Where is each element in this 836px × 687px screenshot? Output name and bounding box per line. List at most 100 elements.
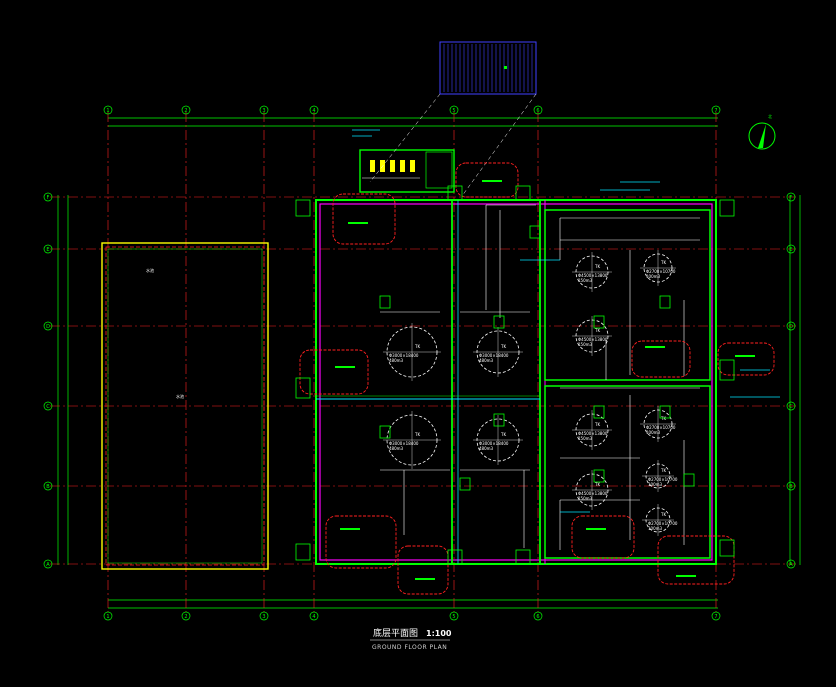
tank-spec: Φ2700×10700 bbox=[646, 425, 676, 430]
tank-spec: Φ4500×13800 bbox=[578, 431, 608, 436]
tank-label: TK bbox=[594, 482, 600, 487]
tank-volume: 100m3 bbox=[648, 482, 663, 487]
tank-volume: 100m3 bbox=[646, 430, 661, 435]
tank-label: TK bbox=[594, 264, 600, 269]
grid-bubble-column: 2 bbox=[181, 105, 191, 115]
revision-cloud bbox=[332, 193, 396, 245]
svg-text:B: B bbox=[46, 484, 50, 490]
grid-bubble-column: 4 bbox=[309, 105, 319, 115]
grid-bubble-column: 2 bbox=[181, 611, 191, 621]
tank-spec: Φ4500×13800 bbox=[578, 273, 608, 278]
dimension-lines bbox=[57, 117, 801, 609]
revision-cloud bbox=[571, 515, 635, 559]
detail-callout bbox=[369, 41, 537, 197]
revision-cloud bbox=[299, 349, 369, 395]
svg-text:C: C bbox=[789, 404, 793, 410]
tank-volume: 150m3 bbox=[578, 342, 593, 347]
tank-spec: Φ3000×18400 bbox=[389, 441, 419, 446]
grid-bubble-column: 1 bbox=[103, 611, 113, 621]
tank-label: TK bbox=[500, 344, 506, 349]
fixtures bbox=[295, 185, 735, 565]
tank-spec: Φ3000×18400 bbox=[389, 353, 419, 358]
tank-label: TK bbox=[414, 344, 420, 349]
grid-bubble-column: 6 bbox=[533, 105, 543, 115]
tank-label: TK bbox=[500, 432, 506, 437]
svg-text:5: 5 bbox=[452, 614, 455, 620]
pump-room bbox=[359, 149, 455, 193]
tank-spec: Φ3000×18400 bbox=[479, 441, 509, 446]
svg-text:5: 5 bbox=[452, 108, 455, 114]
svg-text:F: F bbox=[47, 195, 50, 201]
north-label: 北 bbox=[768, 113, 772, 119]
svg-text:C: C bbox=[46, 404, 50, 410]
svg-text:7: 7 bbox=[714, 108, 717, 114]
tank-spec: Φ2700×10700 bbox=[646, 269, 676, 274]
grid-bubble-column: 5 bbox=[449, 611, 459, 621]
building-walls bbox=[315, 199, 717, 565]
tank-label: TK bbox=[660, 468, 666, 473]
grid-bubble-row: F bbox=[43, 192, 53, 202]
grid-bubble-row: F bbox=[786, 192, 796, 202]
north-arrow: 北 bbox=[748, 113, 776, 150]
tank-label: TK bbox=[660, 260, 666, 265]
grid-bubble-column: 4 bbox=[309, 611, 319, 621]
service-lines bbox=[380, 204, 700, 550]
tank-spec: Φ2700×10700 bbox=[648, 521, 678, 526]
revision-cloud bbox=[717, 342, 775, 376]
grid-bubble-column: 7 bbox=[711, 611, 721, 621]
tank-volume: 100m3 bbox=[646, 274, 661, 279]
svg-text:D: D bbox=[46, 324, 50, 330]
tank-volume: 480m3 bbox=[479, 358, 494, 363]
grid-bubble-row: E bbox=[43, 244, 53, 254]
svg-text:A: A bbox=[46, 562, 50, 568]
svg-text:水池: 水池 bbox=[146, 267, 154, 273]
svg-text:1: 1 bbox=[106, 108, 109, 114]
svg-text:4: 4 bbox=[312, 614, 315, 620]
svg-text:2: 2 bbox=[184, 614, 187, 620]
svg-text:2: 2 bbox=[184, 108, 187, 114]
grid-bubble-column: 1 bbox=[103, 105, 113, 115]
tank-label: TK bbox=[414, 432, 420, 437]
left-basin: 水池 水池 bbox=[101, 242, 269, 570]
tank-label: TK bbox=[594, 328, 600, 333]
tank-spec: Φ3000×18400 bbox=[479, 353, 509, 358]
tank-volume: 150m3 bbox=[578, 436, 593, 441]
svg-text:B: B bbox=[789, 484, 793, 490]
tank-volume: 480m3 bbox=[389, 358, 404, 363]
tank-volume: 150m3 bbox=[578, 278, 593, 283]
revision-cloud bbox=[325, 515, 397, 569]
drawing-title-cn: 底层平面图 bbox=[373, 627, 418, 639]
tank-volume: 150m3 bbox=[578, 496, 593, 501]
grid-bubble-row: D bbox=[786, 321, 796, 331]
svg-text:水池: 水池 bbox=[176, 393, 184, 399]
grid-bubble-row: A bbox=[786, 559, 796, 569]
cyan-markers bbox=[352, 129, 780, 513]
tank-spec: Φ2700×10700 bbox=[648, 477, 678, 482]
svg-text:6: 6 bbox=[536, 614, 539, 620]
revision-cloud bbox=[631, 340, 691, 378]
svg-text:D: D bbox=[789, 324, 793, 330]
svg-text:E: E bbox=[46, 247, 49, 253]
tank-label: TK bbox=[660, 512, 666, 517]
cloud-labels bbox=[335, 180, 755, 580]
tank-spec: Φ4500×13800 bbox=[578, 337, 608, 342]
grid-bubble-row: E bbox=[786, 244, 796, 254]
tank-volume: 480m3 bbox=[389, 446, 404, 451]
grid-bubble-row: C bbox=[786, 401, 796, 411]
svg-text:A: A bbox=[789, 562, 793, 568]
grid-bubble-row: B bbox=[786, 481, 796, 491]
svg-text:1: 1 bbox=[106, 614, 109, 620]
